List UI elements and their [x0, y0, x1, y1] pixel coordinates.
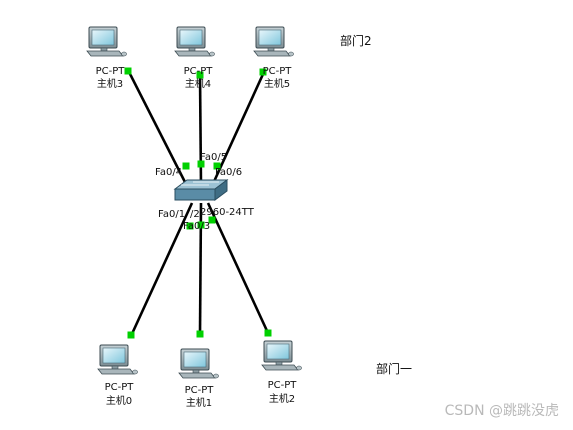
link-pc4[interactable] — [198, 73, 203, 187]
host-type-label: PC-PT — [262, 66, 292, 77]
host-name-label: 主机0 — [105, 396, 133, 407]
switch-icon[interactable] — [173, 179, 229, 201]
host-type-label: PC-PT — [104, 382, 134, 393]
link-status-led-pc2-switch — [208, 216, 216, 224]
link-status-led-pc3-switch — [182, 162, 190, 170]
link-leds-layer — [124, 67, 272, 339]
link-status-led-pc4-host — [196, 71, 204, 79]
link-status-led-pc4-switch — [197, 160, 205, 168]
pc-monitor-icon[interactable] — [86, 26, 127, 57]
link-status-led-pc5-switch — [213, 162, 221, 170]
link-status-led-pc2-host — [264, 329, 272, 337]
host-type-label: PC-PT — [184, 385, 214, 396]
port-label-fa06: Fa0/6 — [215, 167, 243, 178]
link-pc5[interactable] — [210, 71, 266, 187]
pc-monitor-icon[interactable] — [174, 26, 215, 57]
port-label-fa02: /2 — [190, 209, 200, 220]
link-pc0[interactable] — [129, 202, 194, 337]
port-label-fa03: Fa0/3 — [183, 221, 211, 232]
link-status-led-pc1-host — [196, 330, 204, 338]
pc-monitor-icon[interactable] — [178, 348, 219, 379]
links-layer — [126, 69, 270, 337]
port-label-fa01: Fa0/1 — [158, 209, 186, 220]
link-status-led-pc1-switch — [197, 221, 205, 229]
link-status-led-pc0-switch — [186, 222, 194, 230]
switch-model-label: 2960-24TT — [200, 207, 254, 218]
pc-monitor-icon[interactable] — [97, 344, 138, 375]
host-name-label: 主机2 — [268, 394, 296, 405]
host-type-label: PC-PT — [95, 66, 125, 77]
department-1-label: 部门一 — [376, 362, 413, 376]
link-pc2[interactable] — [206, 202, 270, 334]
host-name-label: 主机3 — [96, 79, 124, 90]
host-name-label: 主机5 — [263, 79, 291, 90]
link-status-led-pc3-host — [124, 67, 132, 75]
port-label-fa04: Fa0/4 — [155, 167, 183, 178]
host-name-label: 主机1 — [185, 398, 213, 409]
port-label-fa05: Fa0/5 — [200, 152, 228, 163]
watermark: CSDN @跳跳没虎 — [444, 403, 559, 419]
pc-monitor-icon[interactable] — [261, 340, 302, 371]
pc-monitor-icon[interactable] — [253, 26, 294, 57]
link-status-led-pc5-host — [259, 68, 267, 76]
link-pc3[interactable] — [126, 69, 190, 189]
host-type-label: PC-PT — [183, 66, 213, 77]
host-type-label: PC-PT — [267, 380, 297, 391]
department-2-label: 部门2 — [340, 34, 372, 48]
link-status-led-pc0-host — [127, 331, 135, 339]
host-name-label: 主机4 — [184, 79, 212, 90]
